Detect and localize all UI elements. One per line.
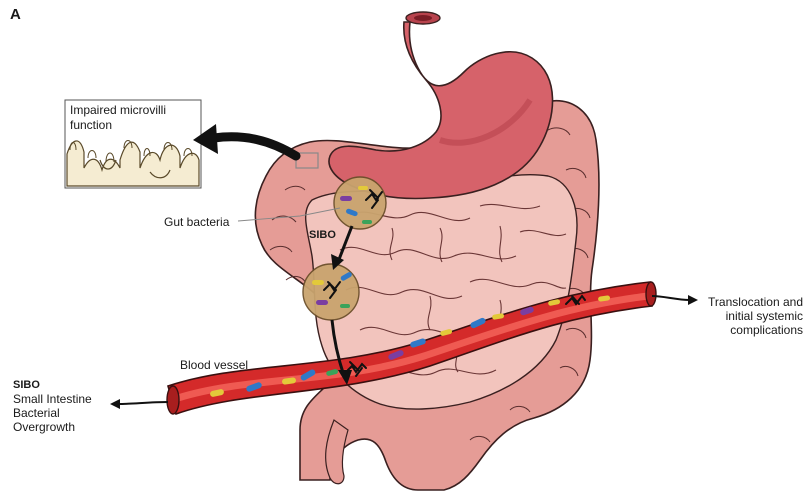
- bacteria-cluster-lower: [303, 264, 359, 320]
- sibo-legend-title: SIBO: [13, 378, 92, 392]
- translocation-line: complications: [708, 323, 803, 337]
- sibo-legend-line: Overgrowth: [13, 420, 92, 434]
- sibo-legend-line: Bacterial: [13, 406, 92, 420]
- arrow-icon: [214, 137, 296, 156]
- translocation-line: initial systemic: [708, 309, 803, 323]
- sibo-legend: SIBO Small Intestine Bacterial Overgrowt…: [13, 378, 92, 434]
- stomach-icon: [329, 12, 553, 199]
- translocation-label: Translocation and initial systemic compl…: [708, 295, 803, 337]
- panel-label: A: [10, 6, 21, 24]
- arrow-icon: [652, 296, 690, 300]
- translocation-line: Translocation and: [708, 295, 803, 309]
- gut-bacteria-label: Gut bacteria: [164, 215, 229, 229]
- inset-title: Impaired microvilli function: [70, 103, 198, 133]
- arrow-icon: [118, 402, 168, 404]
- arrow-icon: [688, 295, 698, 305]
- sibo-label: SIBO: [309, 228, 336, 242]
- blood-vessel-label: Blood vessel: [180, 358, 248, 372]
- arrow-icon: [110, 399, 120, 409]
- bacteria-cluster-upper: [334, 177, 386, 229]
- sibo-legend-line: Small Intestine: [13, 392, 92, 406]
